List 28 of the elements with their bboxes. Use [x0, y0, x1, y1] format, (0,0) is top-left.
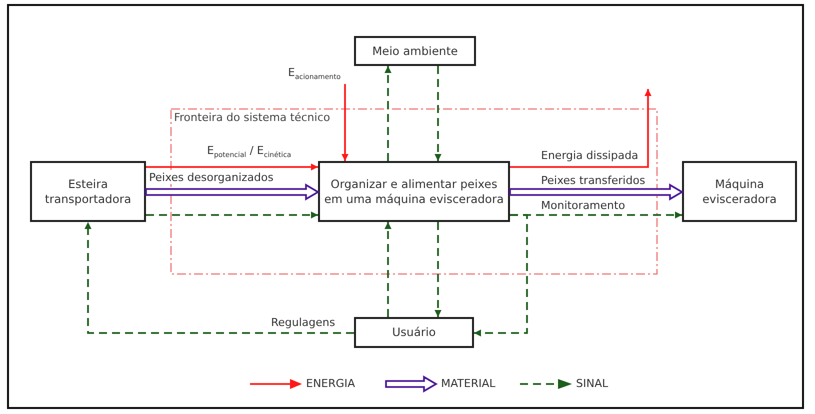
legend-label: MATERIAL	[441, 377, 496, 390]
edge-label: Regulagens	[270, 316, 336, 330]
dashed-arrow	[434, 66, 442, 161]
dashed-arrow	[84, 222, 354, 334]
dashed-arrow	[474, 214, 528, 336]
edge-label: E$_{acionamento}$	[287, 66, 342, 82]
hollow-arrow	[509, 183, 684, 201]
legend-label: ENERGIA	[306, 377, 356, 390]
legend-label: SINAL	[576, 377, 608, 390]
edge-label: Monitoramento	[540, 199, 626, 212]
boundary-label: Fronteira do sistema técnico	[174, 111, 330, 124]
arrow	[342, 84, 348, 161]
process-box: Organizar e alimentar peixes em uma máquina evisceradora	[318, 161, 510, 222]
arrow	[510, 89, 652, 168]
dashed-arrow	[146, 212, 318, 218]
process-box: Esteira transportadora	[30, 161, 146, 222]
process-box: Usuário	[354, 317, 474, 348]
dashed-arrow	[384, 66, 392, 161]
process-box: Meio ambiente	[354, 36, 476, 66]
edge-label: Peixes desorganizados	[148, 171, 274, 184]
hollow-arrow	[145, 183, 320, 201]
process-box: Máquina evisceradora	[682, 161, 797, 222]
dashed-arrow	[384, 222, 392, 317]
edge-label: Energia dissipada	[540, 149, 640, 162]
edge-label: E$_{potencial}$ / E$_{cinética}$	[206, 144, 292, 160]
edge-label: Peixes transferidos	[540, 174, 646, 188]
dashed-arrow	[434, 222, 442, 317]
arrow	[146, 164, 318, 170]
